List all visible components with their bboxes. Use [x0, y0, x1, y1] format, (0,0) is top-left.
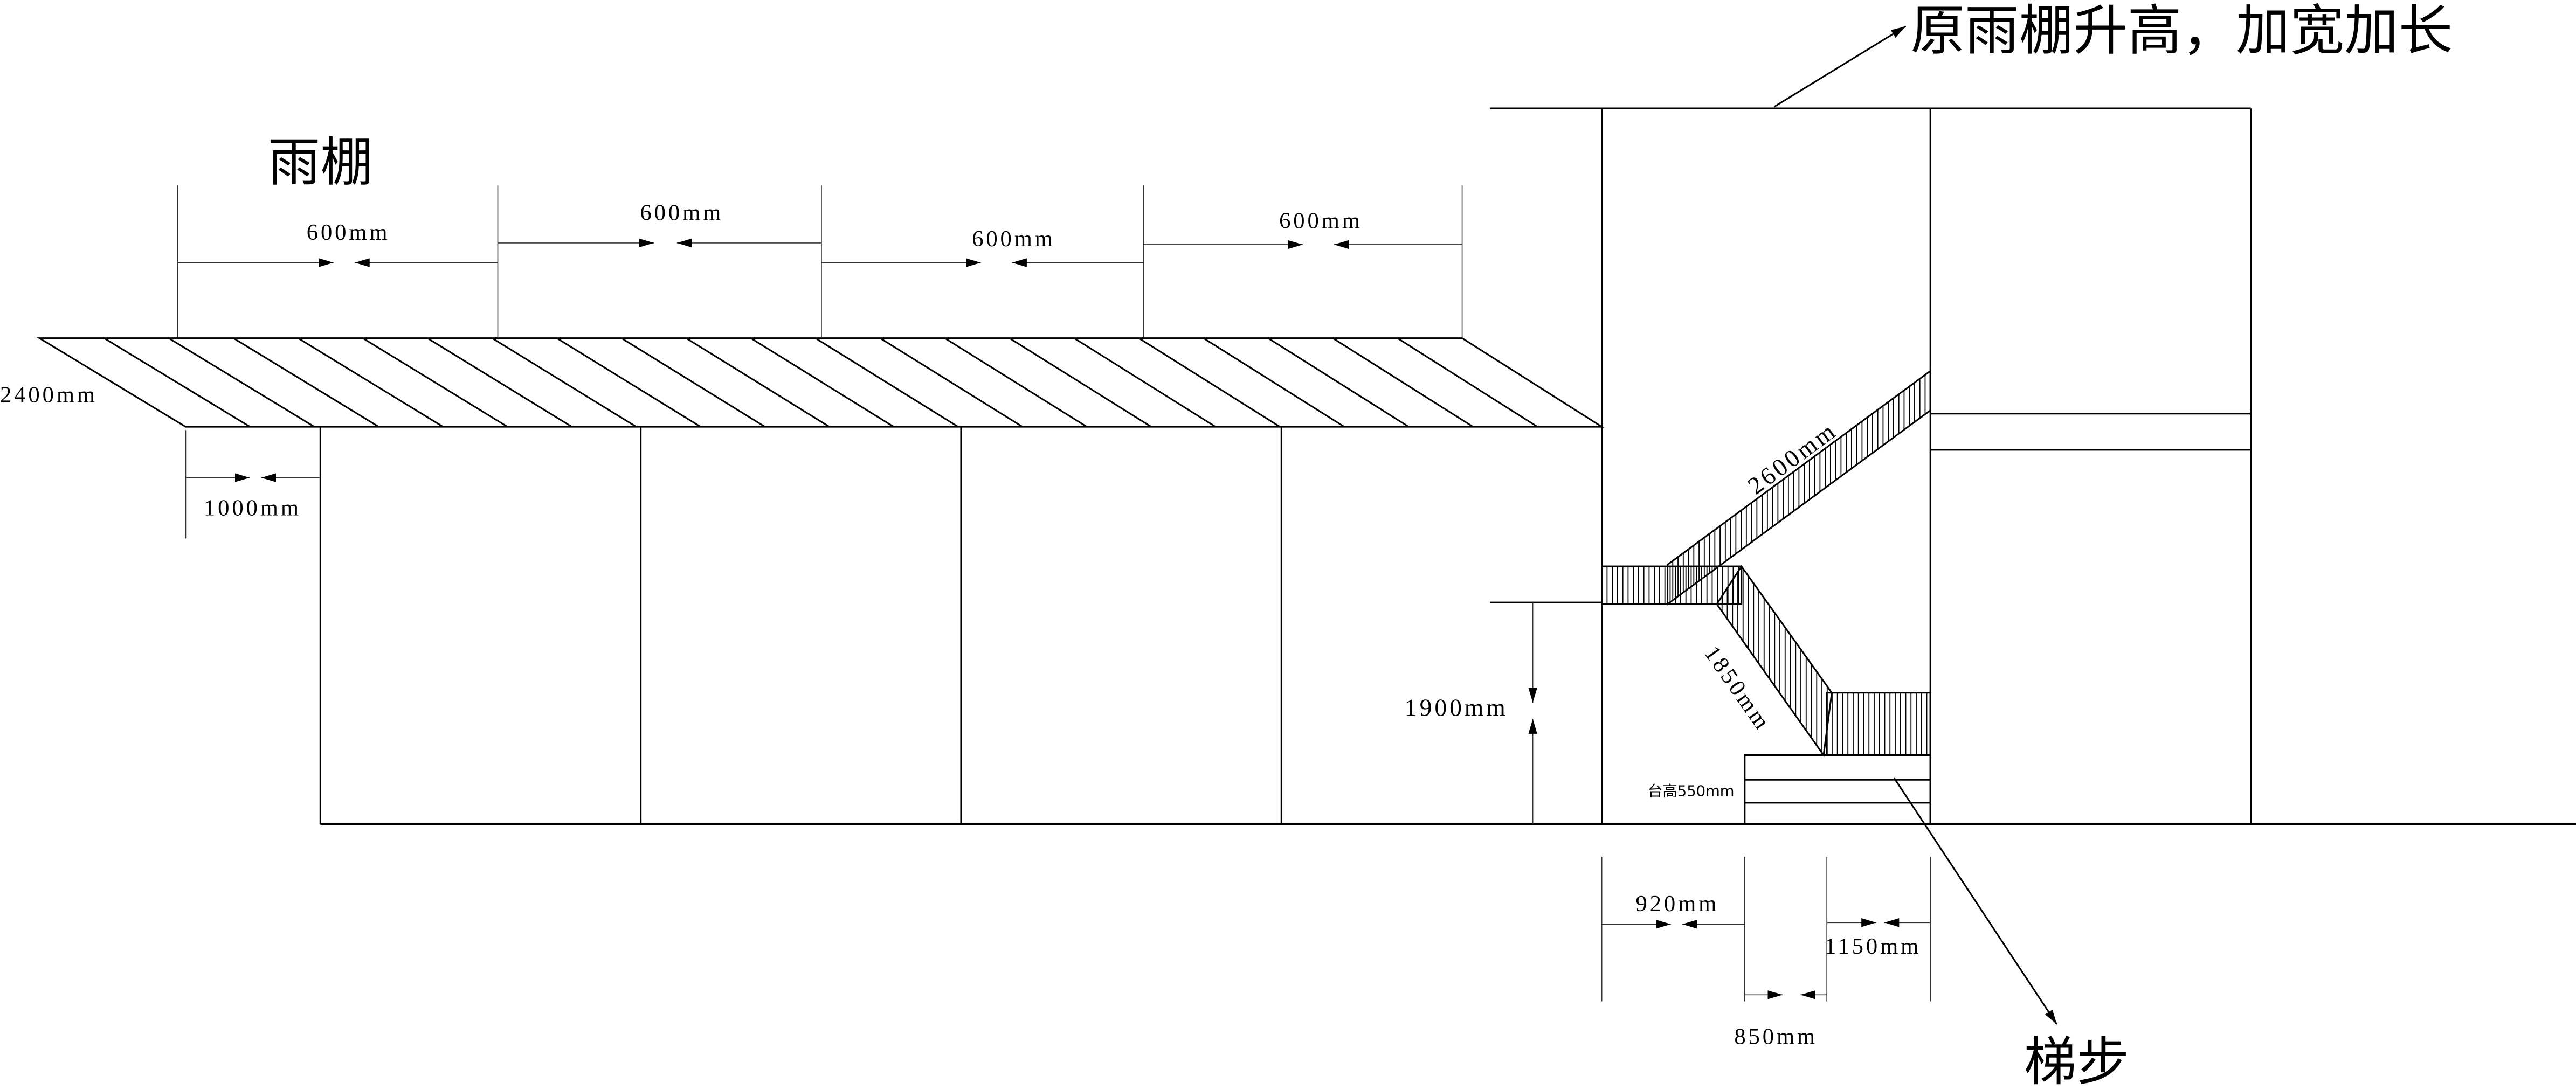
landing-height-dimension: 1900mm [1405, 602, 1537, 824]
awning-hatching [103, 337, 1538, 428]
awning-hatch-line [944, 337, 1088, 428]
width-label-920: 920mm [1635, 891, 1719, 917]
awning-hatch-line [815, 337, 959, 428]
awning-hatch-line [298, 337, 444, 428]
awning-bay-dimensions: 600mm 600mm 600mm 600mm [177, 185, 1463, 338]
awning-hatch-line [103, 337, 251, 428]
awning-hatch-line [1073, 337, 1216, 428]
awning [36, 337, 1605, 428]
raise-awning-note: 原雨棚升高，加宽加长 [1911, 0, 2453, 62]
stair-label: 梯步 [2024, 1031, 2129, 1090]
awning-hatch-line [168, 337, 315, 428]
bay-width-label-1: 600mm [307, 220, 390, 245]
existing-building [319, 427, 2576, 825]
stair [1601, 369, 1931, 825]
awning-hatch-line [880, 337, 1023, 428]
bay-width-label-4: 600mm [1279, 208, 1363, 233]
upper-landing-hatching [1601, 566, 1739, 605]
awning-hatch-line [427, 337, 572, 428]
awning-hatch-line [1138, 337, 1281, 428]
entry-platform [1744, 754, 1931, 825]
platform-height-label: 台高550mm [1648, 783, 1735, 800]
awning-hatch-line [1267, 337, 1410, 428]
awning-hatch-line [233, 337, 379, 428]
upper-flight-hatching [1667, 371, 1926, 605]
bay-width-label-2: 600mm [640, 200, 723, 225]
awning-hatch-line [1397, 337, 1538, 428]
awning-hatch-line [1332, 337, 1474, 428]
awning-label: 雨棚 [268, 131, 373, 193]
awning-hatch-line [492, 337, 637, 428]
lower-flight-hatching [1716, 566, 1828, 755]
width-label-850: 850mm [1734, 1024, 1818, 1050]
awning-hatch-line [556, 337, 701, 428]
stair-width-dimensions: 920mm 850mm 1150mm [1601, 857, 1931, 1050]
width-label-1150: 1150mm [1825, 934, 1921, 959]
awning-hatch-line [1009, 337, 1152, 428]
awning-hatch-line [686, 337, 830, 428]
upper-landing [1601, 565, 1743, 605]
note-leader-arrow [1773, 25, 1907, 108]
landing-height-label: 1900mm [1405, 693, 1508, 721]
awning-hatch-line [362, 337, 508, 428]
awning-depth-label: 2400mm [0, 382, 98, 407]
raised-structure [1490, 107, 2252, 824]
lower-landing-hatching [1827, 692, 1928, 755]
awning-hatch-line [1203, 337, 1345, 428]
overhang-dimension: 1000mm [185, 430, 321, 539]
upper-flight [1667, 369, 1931, 606]
overhang-label: 1000mm [204, 496, 301, 521]
awning-outline [36, 337, 1605, 428]
awning-hatch-line [750, 337, 894, 428]
stair-leader-arrow [1893, 777, 2058, 1025]
awning-hatch-line [621, 337, 765, 428]
bay-width-label-3: 600mm [972, 226, 1055, 252]
